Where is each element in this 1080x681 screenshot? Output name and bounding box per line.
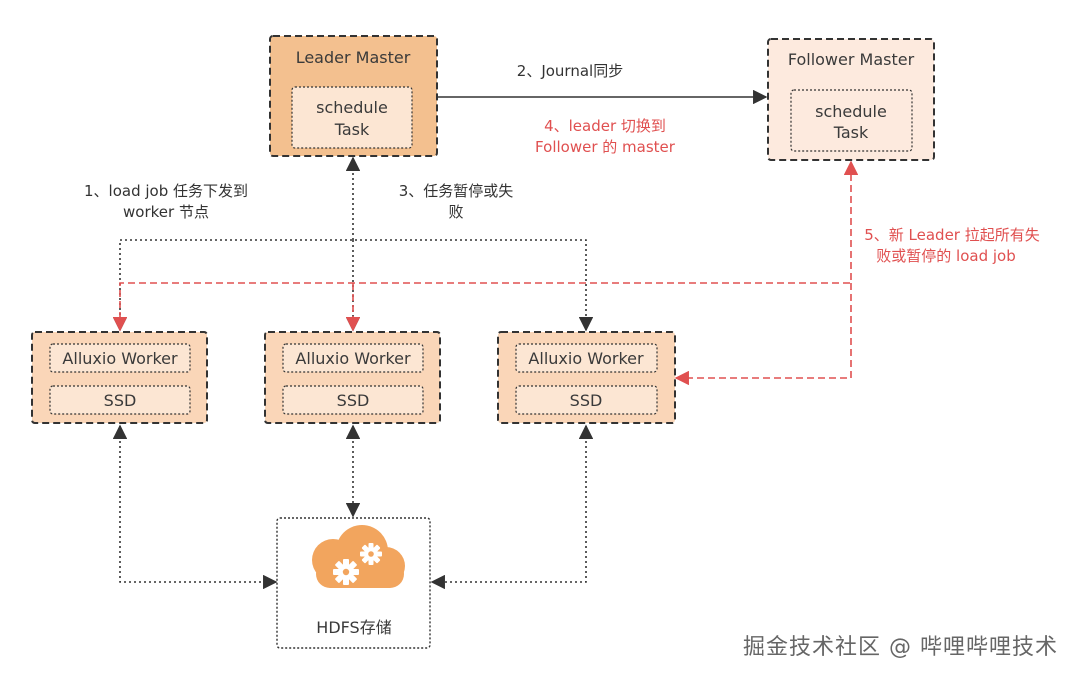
follower-master-title: Follower Master [788, 50, 915, 69]
worker-node-1: Alluxio Worker SSD [31, 331, 208, 424]
step4-label-line2: Follower 的 master [535, 138, 676, 156]
worker-3-disk: SSD [570, 391, 603, 410]
leader-master-title: Leader Master [296, 48, 411, 67]
follower-master-box: Follower Master schedule Task [767, 38, 935, 161]
step3-label-line1: 3、任务暂停或失 [399, 182, 514, 200]
step4-label-line1: 4、leader 切换到 [544, 117, 666, 135]
hdfs-storage-box: HDFS存储 [276, 517, 431, 649]
step5-label-line1: 5、新 Leader 拉起所有失 [864, 226, 1040, 244]
gear-cloud-icon [312, 525, 405, 588]
leader-schedule-task-box [291, 86, 413, 149]
recovery-lines [112, 160, 859, 386]
follower-schedule-text: schedule [815, 102, 887, 121]
step3-label-line2: 败 [448, 203, 463, 221]
worker-1-name: Alluxio Worker [62, 349, 178, 368]
step5-label-line2: 败或暂停的 load job [876, 247, 1015, 265]
watermark-text: 掘金技术社区 @ 哔哩哔哩技术 [743, 635, 1058, 660]
follower-task-text: Task [833, 123, 869, 142]
step1-label-line2: worker 节点 [123, 203, 209, 221]
worker-2-name: Alluxio Worker [295, 349, 411, 368]
storage-links [112, 424, 594, 590]
worker-2-disk: SSD [337, 391, 370, 410]
worker-node-3: Alluxio Worker SSD [497, 331, 676, 424]
hdfs-storage-label: HDFS存储 [316, 618, 391, 637]
step2-label: 2、Journal同步 [517, 62, 623, 80]
leader-task-text: Task [334, 120, 370, 139]
worker-1-disk: SSD [104, 391, 137, 410]
worker-3-name: Alluxio Worker [528, 349, 644, 368]
follower-schedule-task-box [790, 89, 913, 152]
worker-node-2: Alluxio Worker SSD [264, 331, 441, 424]
leader-schedule-text: schedule [316, 98, 388, 117]
leader-master-box: Leader Master schedule Task [269, 35, 438, 157]
step1-label-line1: 1、load job 任务下发到 [84, 182, 248, 200]
